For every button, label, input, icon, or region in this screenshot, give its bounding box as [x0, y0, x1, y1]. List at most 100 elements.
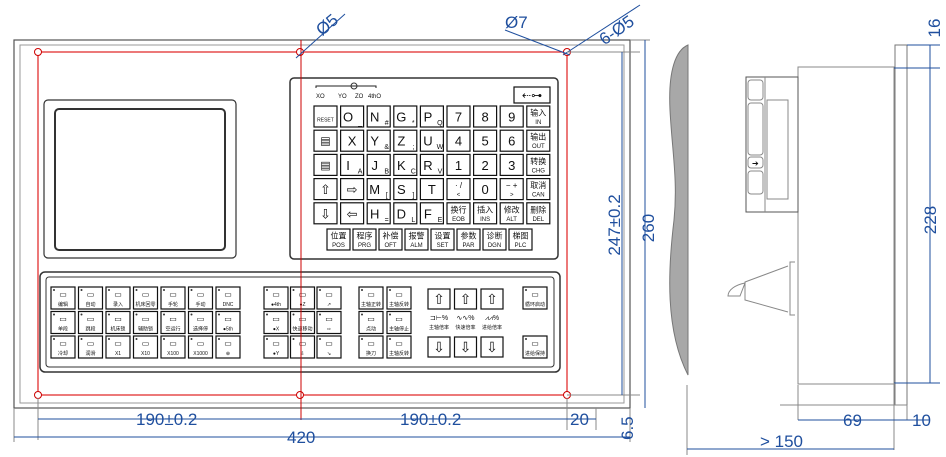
feed-hold-button[interactable]: ▭进给保持: [522, 335, 548, 359]
override-down-button[interactable]: ⇩: [480, 336, 504, 358]
mode-key[interactable]: ▭机床锁: [105, 310, 131, 335]
mode-key[interactable]: ▭DNC: [215, 286, 241, 310]
jog-key[interactable]: ▭⇨: [316, 310, 342, 335]
mode-key[interactable]: ▭单段: [50, 310, 76, 335]
spindle-key[interactable]: ▭点动: [358, 310, 384, 335]
mode-key[interactable]: ▭手轮: [160, 286, 186, 310]
mode-key[interactable]: ▭X1: [105, 335, 131, 359]
keypad-key[interactable]: 9: [499, 105, 524, 128]
keypad-key[interactable]: RESET: [313, 105, 338, 128]
keypad-key[interactable]: X: [340, 129, 365, 152]
jog-key[interactable]: ▭快速移动: [289, 310, 316, 335]
keypad-key[interactable]: ▤: [313, 153, 338, 176]
keypad-key[interactable]: 2: [473, 153, 498, 176]
override-up-button[interactable]: ⇧: [480, 288, 504, 310]
keypad-key[interactable]: ⇨: [340, 178, 365, 201]
mode-key[interactable]: ▭X10: [132, 335, 159, 359]
override-up-button[interactable]: ⇧: [453, 288, 478, 310]
keypad-key[interactable]: ⇦: [340, 202, 365, 225]
jog-key[interactable]: ▭↘: [316, 335, 342, 359]
jog-key[interactable]: ▭↗: [316, 286, 342, 310]
spindle-key[interactable]: ▭主轴反转: [386, 335, 412, 359]
mode-key[interactable]: ▭润滑: [77, 335, 104, 359]
mode-key[interactable]: ▭X1000: [187, 335, 214, 359]
jog-key[interactable]: ▭●X: [263, 310, 289, 335]
keypad-key[interactable]: T: [419, 178, 444, 201]
mode-key[interactable]: ▭编辑: [50, 286, 76, 310]
keypad-key[interactable]: 1: [446, 153, 471, 176]
cycle-start-button[interactable]: ▭循环启动: [522, 286, 548, 310]
jog-key[interactable]: ▭●4th: [263, 286, 289, 310]
mode-key[interactable]: ▭X100: [160, 335, 186, 359]
keypad-key[interactable]: O_: [340, 105, 365, 128]
keypad-key[interactable]: ⇧: [313, 178, 338, 201]
keypad-key[interactable]: 6: [499, 129, 524, 152]
keypad-key[interactable]: · /<: [446, 178, 471, 201]
mode-key[interactable]: ▭跳段: [77, 310, 104, 335]
mode-key[interactable]: ▭选择停: [187, 310, 214, 335]
keypad-key[interactable]: 0: [473, 178, 498, 201]
dim-hole-spacing-vertical: 247±0.2: [605, 194, 624, 255]
jog-key[interactable]: ▭⇩: [289, 335, 316, 359]
keypad-key[interactable]: 7: [446, 105, 471, 128]
override-down-button[interactable]: ⇩: [427, 336, 451, 358]
mode-key[interactable]: ▭辅助锁: [132, 310, 159, 335]
mode-key[interactable]: ▭录入: [105, 286, 131, 310]
keypad-key[interactable]: − +>: [499, 178, 524, 201]
keypad-key[interactable]: N#: [366, 105, 391, 128]
jog-key[interactable]: ▭●Y: [263, 335, 289, 359]
mode-key[interactable]: ▭机床回零: [132, 286, 159, 310]
mode-key[interactable]: ▭●5th: [215, 310, 241, 335]
usb-port[interactable]: ⇠⊶: [513, 86, 551, 104]
override-down-button[interactable]: ⇩: [453, 336, 478, 358]
spindle-key[interactable]: ▭主轴停止: [386, 310, 412, 335]
spindle-key[interactable]: ▭换刀: [358, 335, 384, 359]
keypad-key[interactable]: S]: [393, 178, 418, 201]
keypad-key[interactable]: ⇩: [313, 202, 338, 225]
jog-key[interactable]: ▭●Z: [289, 286, 316, 310]
override-up-button[interactable]: ⇧: [427, 288, 451, 310]
spindle-key[interactable]: ▭主轴反转: [386, 286, 412, 310]
keypad-key[interactable]: Z;: [393, 129, 418, 152]
keypad-key[interactable]: Y&: [366, 129, 391, 152]
keypad-key[interactable]: G*: [393, 105, 418, 128]
mode-key[interactable]: ▭空运行: [160, 310, 186, 335]
keypad-key[interactable]: 8: [473, 105, 498, 128]
mode-key[interactable]: ▭冷却: [50, 335, 76, 359]
keypad-key[interactable]: H=: [366, 202, 391, 225]
keypad-key[interactable]: ▤: [313, 129, 338, 152]
mode-key[interactable]: ▭⊕: [215, 335, 241, 359]
spindle-key[interactable]: ▭主轴正转: [358, 286, 384, 310]
keypad-key[interactable]: 5: [473, 129, 498, 152]
mode-key[interactable]: ▭自动: [77, 286, 104, 310]
keypad-key[interactable]: 4: [446, 129, 471, 152]
keypad-key[interactable]: 3: [499, 153, 524, 176]
keypad-key[interactable]: M[: [366, 178, 391, 201]
key-sublabel: POS: [332, 243, 345, 249]
mode-key[interactable]: ▭手动: [187, 286, 214, 310]
